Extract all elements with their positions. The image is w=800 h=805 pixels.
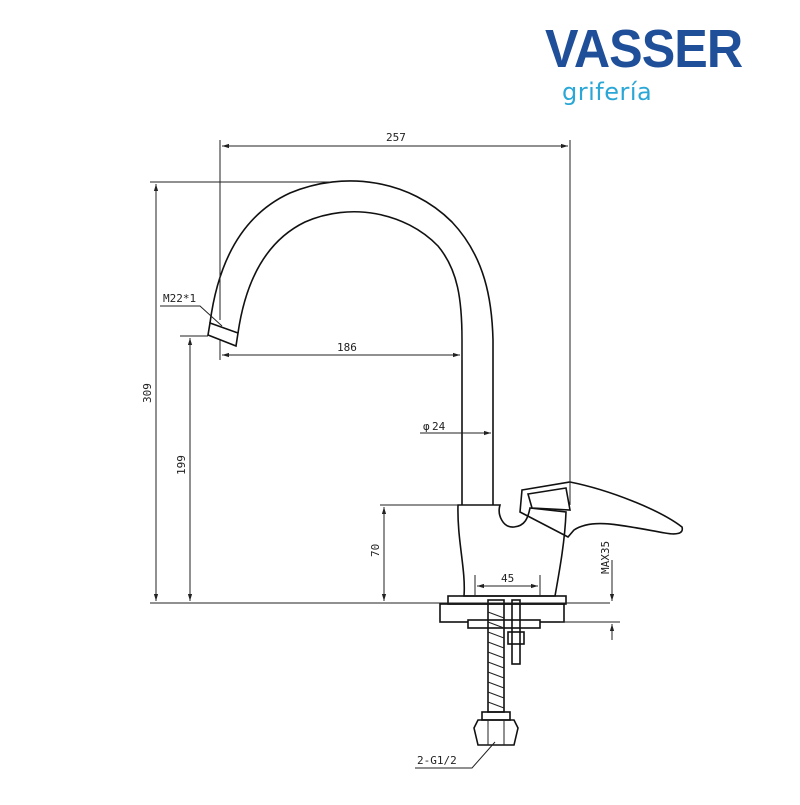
spout-outlet <box>207 321 239 348</box>
faucet-outline <box>207 180 684 746</box>
lever-handle-inner <box>526 487 571 511</box>
spout-outer <box>209 180 494 505</box>
dim-257-label: 257 <box>386 131 406 144</box>
rod-nut <box>507 631 525 645</box>
dim-70-label: 70 <box>369 544 382 557</box>
m22-leader <box>160 305 223 327</box>
faucet-body <box>457 504 567 597</box>
lever-handle <box>519 481 684 539</box>
inlet-thread-label: 2-G1/2 <box>417 754 457 767</box>
dim-309-label: 309 <box>141 383 154 403</box>
brand-logo-subtitle: grifería <box>562 78 653 106</box>
dimension-lines <box>153 143 615 769</box>
flexible-hose <box>473 599 519 746</box>
dimension-labels: 257 186 309 199 70 M22*1 φ 24 45 MAX35 2… <box>141 131 612 767</box>
g12-leader <box>415 741 496 769</box>
max-deck-thickness-label: MAX35 <box>599 541 612 574</box>
brand-logo-text: VASSER <box>545 19 743 79</box>
spout-inner <box>237 211 463 505</box>
dim-186-label: 186 <box>337 341 357 354</box>
dim-45-label: 45 <box>501 572 514 585</box>
diameter-symbol: φ <box>423 420 430 433</box>
dim-199-label: 199 <box>175 455 188 475</box>
pipe-diameter-label: 24 <box>432 420 446 433</box>
outlet-thread-label: M22*1 <box>163 292 196 305</box>
extension-lines <box>150 140 620 623</box>
